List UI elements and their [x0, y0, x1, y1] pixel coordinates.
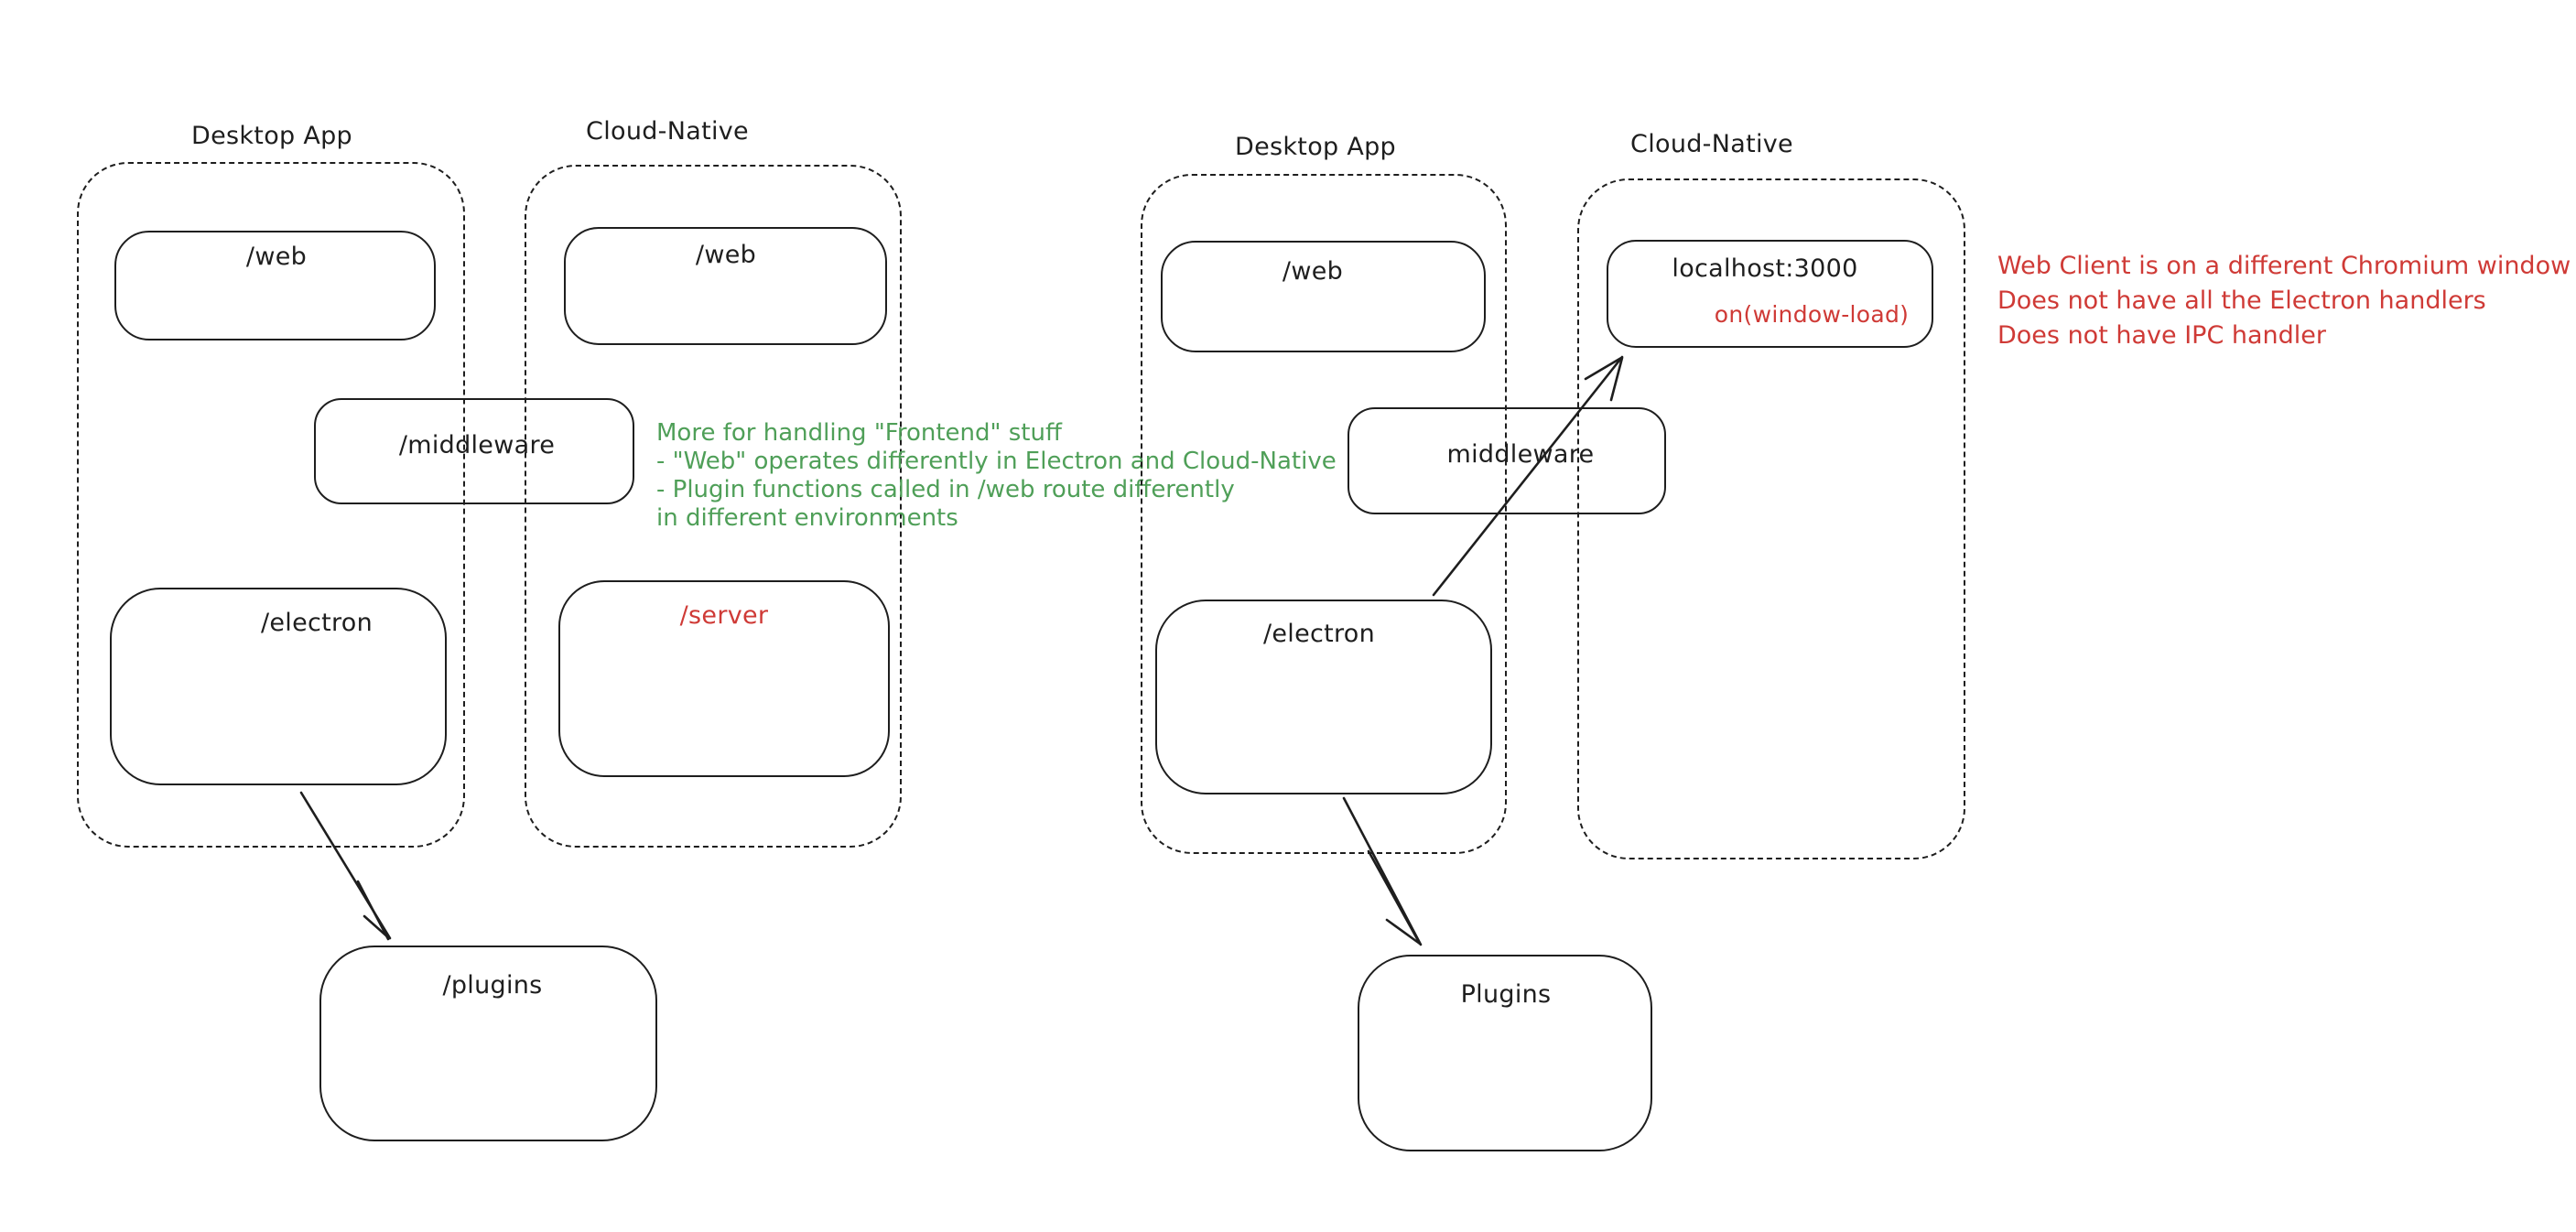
right-middleware-label: middleware [1446, 440, 1595, 469]
left-cloud-native-container[interactable] [525, 165, 902, 848]
right-desktop-container-title: Desktop App [1235, 133, 1396, 161]
red-annotation[interactable]: Web Client is on a different Chromium wi… [1997, 249, 2571, 353]
right-window-load-label: on(window-load) [1714, 301, 1910, 328]
red-annotation-line: Does not have all the Electron handlers [1997, 286, 2486, 315]
green-annotation-line: - Plugin functions called in /web route … [656, 476, 1235, 503]
green-annotation-line: - "Web" operates differently in Electron… [656, 448, 1337, 475]
right-electron-box[interactable] [1155, 600, 1492, 794]
right-cloud-container-title: Cloud-Native [1630, 130, 1793, 158]
left-electron-label: /electron [260, 609, 373, 637]
right-web-box[interactable] [1161, 241, 1486, 352]
left-middleware-label: /middleware [398, 431, 556, 459]
right-plugins-box[interactable] [1358, 955, 1652, 1151]
left-middleware-box[interactable] [314, 398, 634, 504]
left-plugins-label: /plugins [442, 971, 543, 1000]
right-localhost-label: localhost:3000 [1672, 254, 1858, 283]
left-desktop-app-container[interactable] [77, 162, 465, 848]
left-web-desktop-label: /web [245, 243, 308, 271]
right-electron-label: /electron [1262, 620, 1376, 648]
left-server-box[interactable] [558, 580, 890, 777]
left-web-cloud-label: /web [695, 241, 757, 269]
left-electron-box[interactable] [110, 588, 447, 785]
left-server-label: /server [679, 601, 769, 630]
left-desktop-container-title: Desktop App [191, 122, 352, 150]
left-web-desktop-box[interactable] [114, 231, 436, 340]
right-localhost-box[interactable] [1607, 240, 1933, 348]
left-plugins-box[interactable] [319, 946, 657, 1141]
left-cloud-container-title: Cloud-Native [586, 117, 749, 146]
left-web-cloud-box[interactable] [564, 227, 887, 345]
red-annotation-line: Does not have IPC handler [1997, 321, 2327, 350]
green-annotation-line: in different environments [656, 504, 958, 532]
green-annotation-line: More for handling "Frontend" stuff [656, 419, 1062, 447]
green-annotation[interactable]: More for handling "Frontend" stuff - "We… [656, 419, 1337, 533]
right-plugins-label: Plugins [1460, 980, 1552, 1009]
right-web-label: /web [1282, 257, 1344, 286]
red-annotation-line: Web Client is on a different Chromium wi… [1997, 252, 2571, 280]
